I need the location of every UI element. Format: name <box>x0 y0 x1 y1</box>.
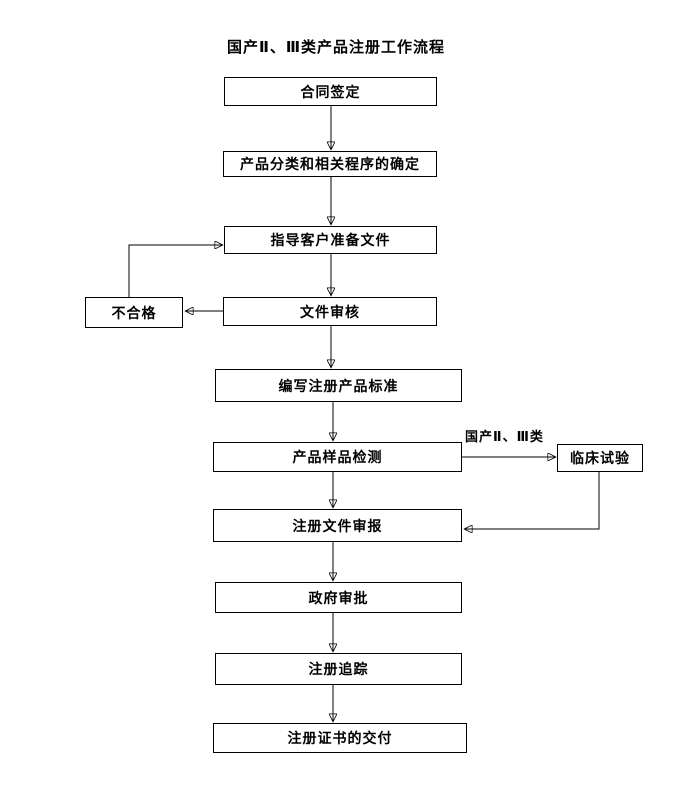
flow-node-certificate: 注册证书的交付 <box>213 723 467 753</box>
flow-node-contract: 合同签定 <box>224 77 437 106</box>
branch-condition-label: 国产Ⅱ、Ⅲ类 <box>465 430 544 445</box>
flow-node-sample-test: 产品样品检测 <box>213 442 462 472</box>
flow-node-doc-review: 文件审核 <box>223 297 437 326</box>
flow-node-write-standard: 编写注册产品标准 <box>215 369 462 402</box>
flow-node-clinical-trial: 临床试验 <box>557 444 643 472</box>
page-title: 国产Ⅱ、Ⅲ类产品注册工作流程 <box>226 38 446 56</box>
flow-node-classification: 产品分类和相关程序的确定 <box>223 151 437 177</box>
arrow-unqualified-to-guide <box>128 245 222 297</box>
flow-node-tracking: 注册追踪 <box>215 653 462 685</box>
flow-node-unqualified: 不合格 <box>85 297 183 328</box>
flow-node-filing: 注册文件审报 <box>213 509 462 542</box>
flow-node-gov-approval: 政府审批 <box>215 582 462 613</box>
arrow-clinical-to-filing <box>465 472 600 529</box>
flow-node-guide-docs: 指导客户准备文件 <box>224 226 437 254</box>
